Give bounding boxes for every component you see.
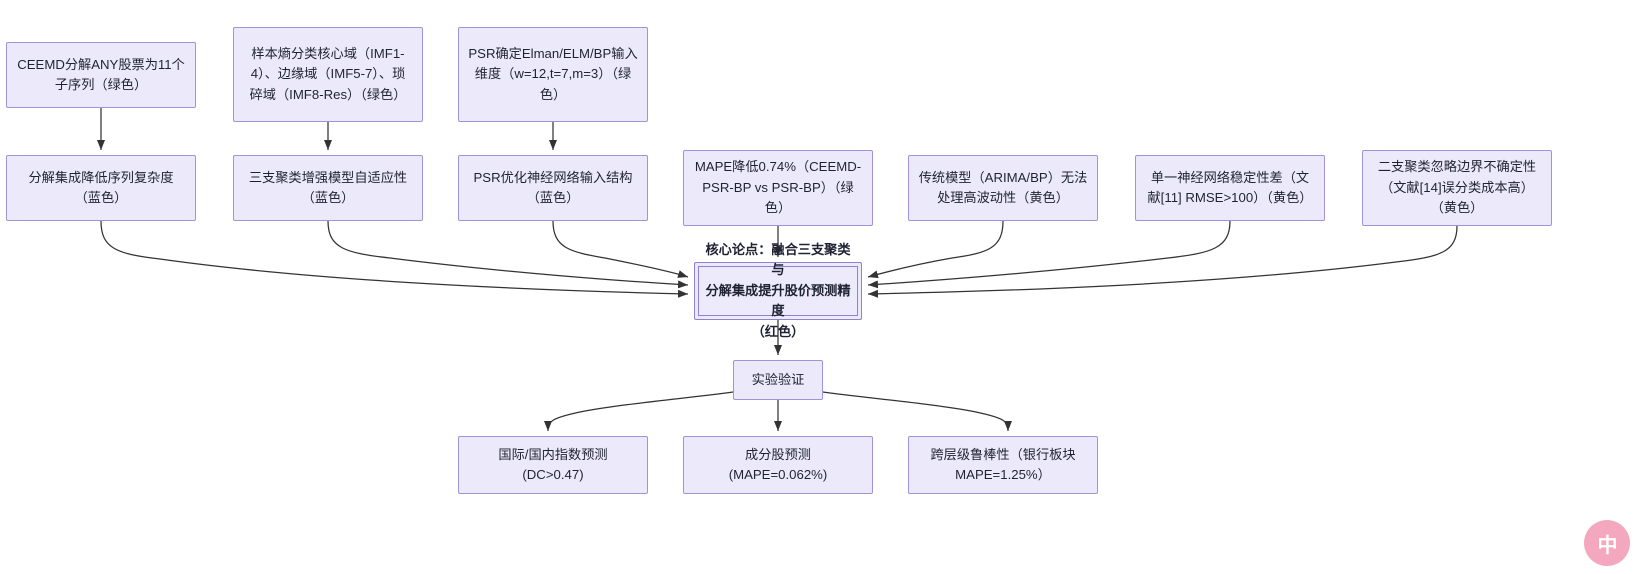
node-single-network-instability-gap[interactable]: 单一神经网络稳定性差（文 献[11] RMSE>100）（黄色）: [1135, 155, 1325, 221]
node-label: 二支聚类忽略边界不确定性 （文献[14]误分类成本高） （黄色）: [1377, 159, 1537, 216]
node-experimental-validation[interactable]: 实验验证: [733, 360, 823, 400]
node-label: 单一神经网络稳定性差（文 献[11] RMSE>100）（黄色）: [1147, 169, 1313, 205]
edge-n9-core: [867, 220, 1231, 289]
node-label: CEEMD分解ANY股票为11个 子序列（绿色）: [17, 56, 185, 92]
node-result-index-forecast[interactable]: 国际/国内指数预测 (DC>0.47): [458, 436, 648, 494]
edge-n11-n12: [544, 391, 734, 432]
node-result-constituent-stock-forecast[interactable]: 成分股预测 (MAPE=0.062%): [683, 436, 873, 494]
node-label: PSR确定Elman/ELM/BP输入 维度（w=12,t=7,m=3）（绿 色…: [468, 45, 638, 102]
edge-n11-n14: [822, 391, 1012, 432]
node-decomposition-reduces-complexity[interactable]: 分解集成降低序列复杂度 （蓝色）: [6, 155, 196, 221]
node-label: 样本熵分类核心域（IMF1- 4）、边缘域（IMF5-7）、琐 碎域（IMF8-…: [249, 45, 407, 102]
node-label: 核心论点：融合三支聚类与 分解集成提升股价预测精度 （红色）: [705, 241, 851, 339]
node-two-way-clustering-gap[interactable]: 二支聚类忽略边界不确定性 （文献[14]误分类成本高） （黄色）: [1362, 150, 1552, 226]
node-core-thesis[interactable]: 核心论点：融合三支聚类与 分解集成提升股价预测精度 （红色）: [694, 242, 862, 339]
node-label: MAPE降低0.74%（CEEMD- PSR-BP vs PSR-BP）（绿 色…: [694, 159, 862, 216]
edge-n5-core: [327, 220, 689, 289]
watermark-text: 中: [1597, 534, 1618, 557]
node-label: 成分股预测 (MAPE=0.062%): [728, 446, 828, 482]
node-sample-entropy-classification[interactable]: 样本熵分类核心域（IMF1- 4）、边缘域（IMF5-7）、琐 碎域（IMF8-…: [233, 27, 423, 122]
node-result-cross-level-robustness[interactable]: 跨层级鲁棒性（银行板块 MAPE=1.25%）: [908, 436, 1098, 494]
edge-n6-core: [552, 220, 689, 278]
edge-n10-core: [867, 225, 1458, 298]
node-label: 分解集成降低序列复杂度 （蓝色）: [28, 169, 174, 205]
node-three-way-clustering-adaptivity[interactable]: 三支聚类增强模型自适应性 （蓝色）: [233, 155, 423, 221]
node-ceemd-decompose[interactable]: CEEMD分解ANY股票为11个 子序列（绿色）: [6, 42, 196, 108]
node-label: 跨层级鲁棒性（银行板块 MAPE=1.25%）: [930, 446, 1076, 482]
node-label: 传统模型（ARIMA/BP）无法 处理高波动性（黄色）: [918, 169, 1088, 205]
node-mape-improvement-evidence[interactable]: MAPE降低0.74%（CEEMD- PSR-BP vs PSR-BP）（绿 色…: [683, 150, 873, 226]
edge-n4-core: [100, 220, 689, 298]
node-psr-input-dimension[interactable]: PSR确定Elman/ELM/BP输入 维度（w=12,t=7,m=3）（绿 色…: [458, 27, 648, 122]
node-psr-optimizes-network-input[interactable]: PSR优化神经网络输入结构 （蓝色）: [458, 155, 648, 221]
node-label: PSR优化神经网络输入结构 （蓝色）: [473, 169, 633, 205]
watermark-badge: 中: [1584, 520, 1630, 566]
edge-n8-core: [867, 220, 1004, 279]
node-traditional-model-gap[interactable]: 传统模型（ARIMA/BP）无法 处理高波动性（黄色）: [908, 155, 1098, 221]
node-label: 实验验证: [751, 371, 805, 387]
node-label: 国际/国内指数预测 (DC>0.47): [498, 446, 608, 482]
node-label: 三支聚类增强模型自适应性 （蓝色）: [248, 169, 408, 205]
